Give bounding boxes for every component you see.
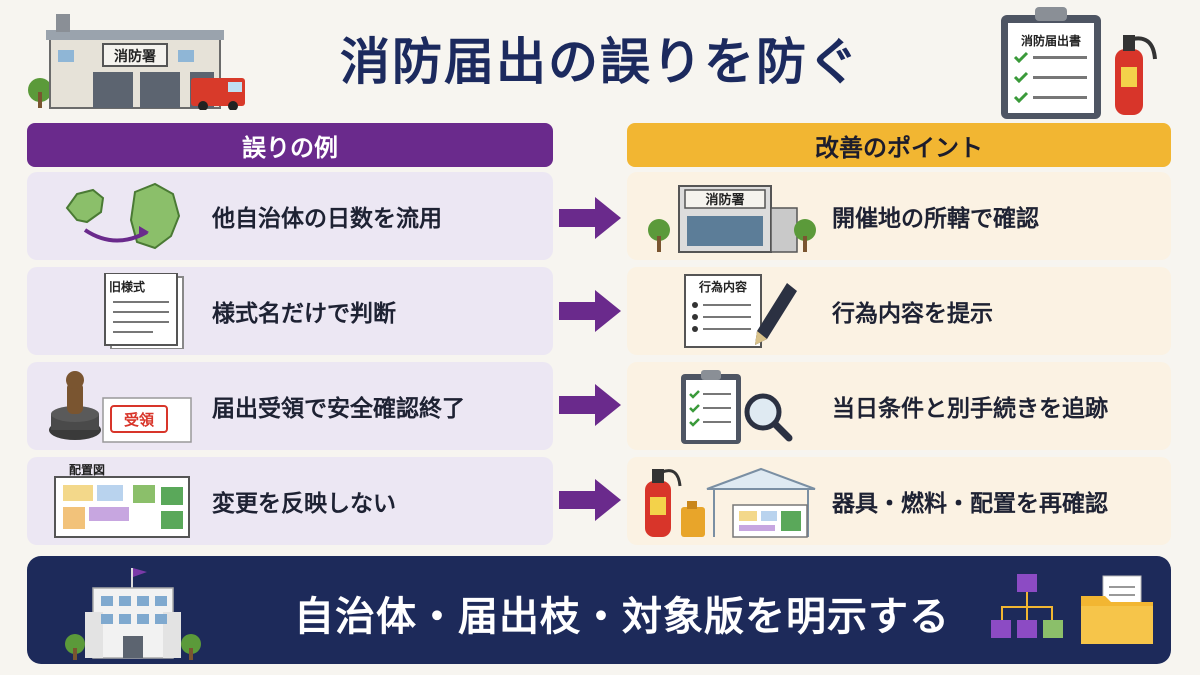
map-transfer-icon xyxy=(65,182,181,250)
arrow-right-icon xyxy=(559,384,621,426)
document-pen-icon: 行為内容 xyxy=(684,274,797,348)
arrow-right-icon xyxy=(559,197,621,239)
mistake-row: 旧様式 様式名だけで判断 xyxy=(27,267,553,355)
clipboard-extinguisher-icon: 消防届出書 xyxy=(1001,7,1157,119)
action-content-label: 行為内容 xyxy=(698,279,747,294)
mistake-text: 様式名だけで判断 xyxy=(212,301,396,327)
improvement-row: 器具・燃料・配置を再確認 xyxy=(627,457,1171,545)
mistake-row: 受領 届出受領で安全確認終了 xyxy=(27,362,553,450)
arrow-right-icon xyxy=(559,479,621,521)
improvement-row: 当日条件と別手続きを追跡 xyxy=(627,362,1171,450)
improvement-text: 当日条件と別手続きを追跡 xyxy=(832,396,1108,422)
city-hall-icon xyxy=(65,568,201,660)
hierarchy-icon xyxy=(991,574,1063,638)
mistake-text: 他自治体の日数を流用 xyxy=(212,206,442,232)
station-sign-text: 消防署 xyxy=(114,48,156,65)
old-form-document-icon: 旧様式 xyxy=(104,273,184,349)
mistakes-header: 誤りの例 xyxy=(27,123,553,167)
arrow-right-icon xyxy=(559,290,621,332)
stamp-icon: 受領 xyxy=(49,371,192,443)
improvements-header: 改善のポイント xyxy=(627,123,1171,167)
mistake-row: 配置図 変更を反映しない xyxy=(27,457,553,545)
layout-plan-icon: 配置図 xyxy=(54,463,190,538)
received-stamp-text: 受領 xyxy=(124,411,155,429)
mistake-text: 変更を反映しない xyxy=(212,491,396,517)
improvement-text: 器具・燃料・配置を再確認 xyxy=(832,491,1108,517)
page-title: 消防届出の誤りを防ぐ xyxy=(340,33,860,91)
improvement-row: 消防署 開催地の所轄で確認 xyxy=(627,172,1171,260)
footer-banner: 自治体・届出枝・対象版を明示する xyxy=(27,556,1171,664)
mistake-row: 他自治体の日数を流用 xyxy=(27,172,553,260)
layout-plan-label: 配置図 xyxy=(69,463,105,477)
old-form-label: 旧様式 xyxy=(109,279,145,294)
folder-icon xyxy=(1081,575,1153,644)
improvement-text: 開催地の所轄で確認 xyxy=(832,206,1039,232)
station-sign-text: 消防署 xyxy=(705,192,744,208)
fire-station-icon: 消防署 xyxy=(28,14,245,110)
improvement-text: 行為内容を提示 xyxy=(832,301,993,327)
improvement-row: 行為内容 行為内容を提示 xyxy=(627,267,1171,355)
mistake-text: 届出受領で安全確認終了 xyxy=(212,396,465,422)
extinguisher-tent-icon xyxy=(645,467,816,538)
clipboard-label: 消防届出書 xyxy=(1021,33,1081,48)
footer-text: 自治体・届出枝・対象版を明示する xyxy=(294,594,950,640)
fire-station-icon: 消防署 xyxy=(648,185,816,253)
checklist-magnifier-icon xyxy=(681,370,793,444)
